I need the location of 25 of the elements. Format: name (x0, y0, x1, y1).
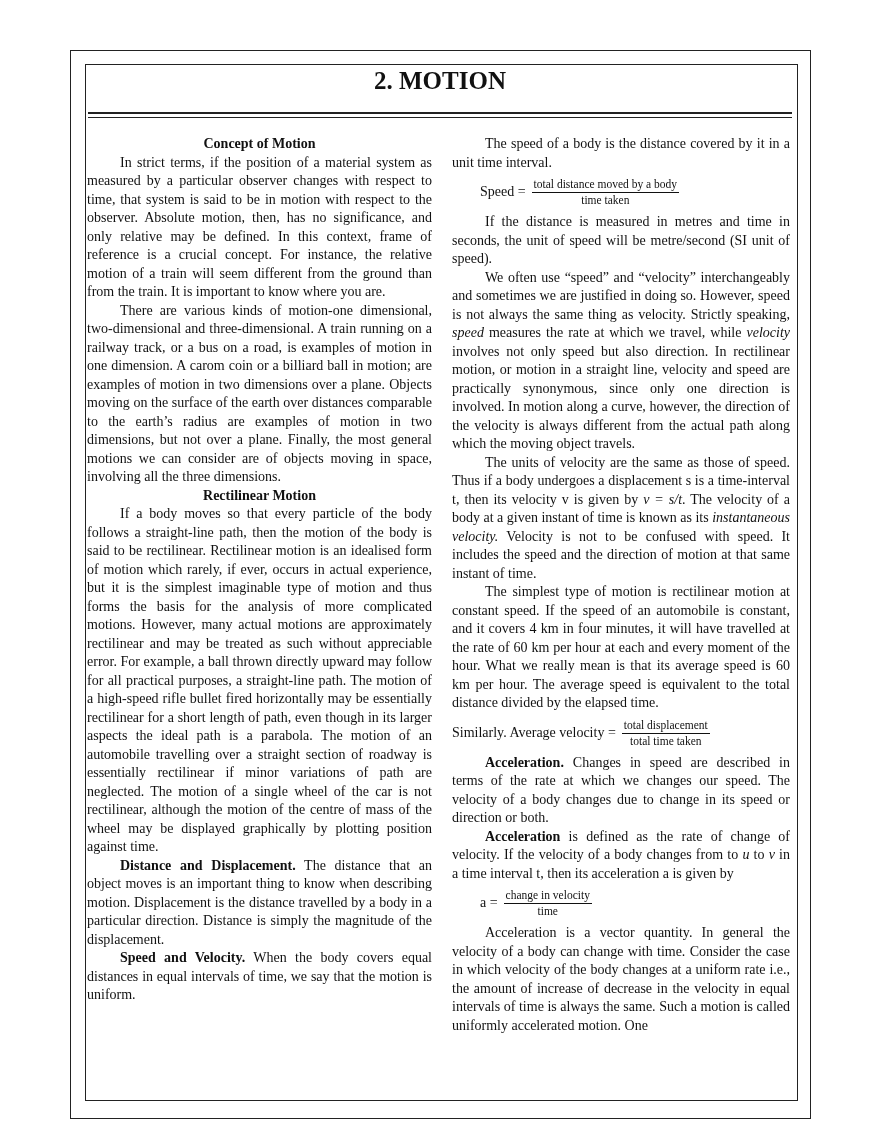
section-heading: Rectilinear Motion (202, 486, 317, 505)
chapter-title: 2. MOTION (373, 66, 507, 96)
fraction-denominator: time taken (580, 193, 631, 207)
paragraph: Speed and Velocity. When the body covers equal distances in equal intervals of time, we say that the motion is uniform. (87, 949, 432, 1004)
paragraph: We often use “speed” and “velocity” interchangeably and sometimes we are justified in doing so. However, speed is not always the same thing as velocity. Strictly speaking, speed measures the rate at which we travel, while velocity involves not only speed but also direction. In rectilinear motion, or motion in a straight line, velocity and speed are practically synonymous, since only one direction is involved. In motion along a curve, however, the direction of the velocity is always different from the actual path along which the moving object travels. (452, 268, 790, 453)
equation-label: Speed = (480, 183, 526, 202)
equation-label: a = (480, 894, 498, 913)
section-heading: Concept of Motion (202, 135, 317, 153)
paragraph: Acceleration is defined as the rate of change of velocity. If the velocity of a body changes from to u to v in a time interval t, then its acceleration a is given by (452, 827, 790, 883)
fraction-numerator: total distance moved by a body (531, 178, 679, 193)
paragraph: Acceleration. Changes in speed are described in terms of the rate at which we changes our speed. The velocity of a body changes due to change in its speed or direction or both. (452, 753, 790, 827)
paragraph: The speed of a body is the distance covered by it in a unit time interval. (452, 135, 790, 172)
paragraph: If the distance is measured in metres and time in seconds, the unit of speed will be metre/second (SI unit of speed). (452, 213, 790, 268)
paragraph: Acceleration is a vector quantity. In general the velocity of a body can change with time. Consider the case in which velocity of the body changes at a uniform rate i.e., the amount of increase of decrease in the velocity in equal intervals of time is always the same. Such a motion is called uniformly accelerated motion. One (452, 924, 790, 1035)
equation-label: Similarly. Average velocity = (452, 723, 616, 742)
paragraph: In strict terms, if the position of a material system as measured by a particular observer changes with respect to time, that system is said to be in motion with respect to the observer. Absolute motion, then, has no significance, and only relative may be defined. In this context, frame of reference is a crucial concept. For instance, the relative motion of a train will seem different from the ground than from the train. It is important to know where you are. (87, 153, 432, 301)
fraction-numerator: total displacement (621, 718, 710, 734)
paragraph: The units of velocity are the same as those of speed. Thus if a body undergoes a displacement s is a time-interval t, then its velocity v is given by v = s/t. The velocity of a body at a given instant of time is known as its instantaneous velocity. Velocity is not to be confused with speed. It includes the speed and the direction of motion at that same instant of time. (452, 453, 790, 583)
fraction-denominator: total time taken (629, 733, 703, 748)
paragraph: There are various kinds of motion-one dimensional, two-dimensional and three-dimensional. A train running on a railway track, or a bus on a road, is examples of motion in one dimension. A carom coin or a billiard ball in motion; are examples of motion in two dimensions over a plane. Objects moving on the surface of the earth over distances comparable to the earth’s radius are examples of motion in two dimensions, but not over a plane. Finally, the most general motions we can consider are of objects moving in space, involving all the three dimensions. (87, 301, 432, 486)
paragraph: If a body moves so that every particle of the body follows a straight-line path, then the motion of the body is said to be rectilinear. Rectilinear motion is an idealised form of motion which rarely, if ever, occurs in actual experience, but it is the simplest imaginable type of motion and thus forms the basis for the analysis of more complicated motions. However, many actual motions are approximately rectilinear and may be treated as such without appreciable error. For example, a ball thrown directly upward may follow for all practical purposes, a straight-line path. The motion of a high-speed rifle bullet fired horizontally may be essentially rectilinear for a short length of path, even though in its larger aspects the ideal path is a parabola. The motion of an automobile travelling over a straight section of roadway is essentially rectilinear if minor variations of path are neglected. The motion of a single wheel of the car is not rectilinear, although the motion of the centre of mass of the wheel may be displayed graphically by plotting position against time. (87, 505, 432, 856)
fraction-numerator: change in velocity (503, 889, 592, 904)
paragraph: Distance and Displacement. The distance that an object moves is an important thing to know when describing motion. Displacement is the distance travelled by a body in a particular direction. Distance is simply the magnitude of the displacement. (87, 856, 432, 949)
paragraph: The simplest type of motion is rectilinear motion at constant speed. If the speed of an automobile is constant, and it covers 4 km in four minutes, it will have travelled at the rate of 60 km per hour at each and every moment of the hour. What we really mean is that its average speed is 60 km per hour. The average speed is equivalent to the total distance divided by the elapsed time. (452, 583, 790, 712)
fraction-denominator: time (536, 904, 559, 918)
